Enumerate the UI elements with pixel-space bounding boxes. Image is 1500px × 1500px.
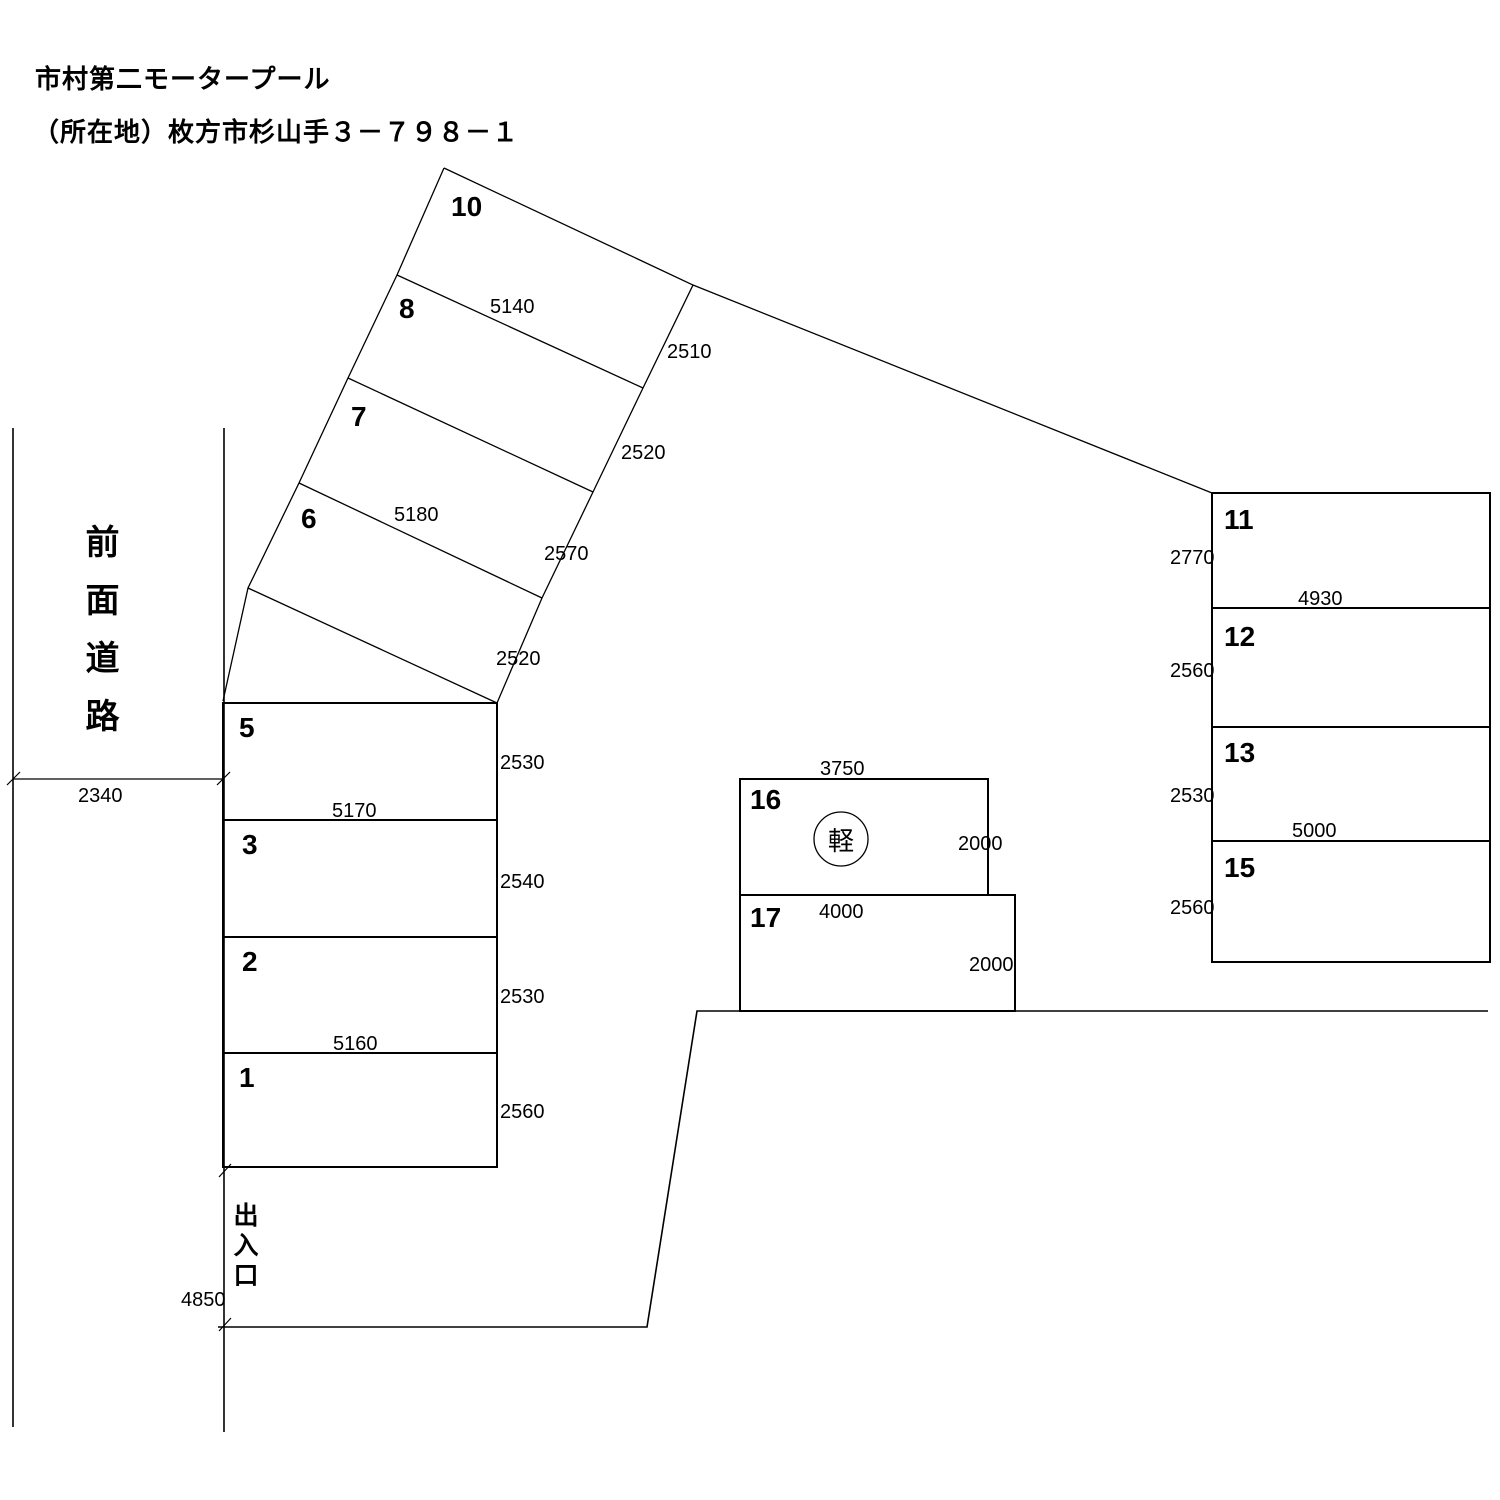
- space-11-number: 11: [1224, 504, 1254, 535]
- page-title: 市村第二モータープール: [35, 64, 331, 94]
- dim-2530-space13: 2530: [1170, 785, 1215, 807]
- left-parking-block: [222, 702, 498, 1168]
- dim-3750: 3750: [820, 758, 865, 780]
- dim-5160: 5160: [333, 1033, 378, 1055]
- space-8-number: 8: [399, 293, 415, 324]
- space-10-number: 10: [451, 191, 483, 222]
- south-boundary: [218, 1010, 1488, 1328]
- dim-2530-space5: 2530: [500, 752, 545, 774]
- space-2-number: 2: [242, 946, 258, 977]
- space-13-number: 13: [1224, 737, 1256, 768]
- dim-2560-space12: 2560: [1170, 660, 1215, 682]
- dim-2540: 2540: [500, 871, 545, 893]
- road-width-dimension: [6, 771, 231, 786]
- center-parking-block: [739, 778, 1016, 1012]
- space-7-number: 7: [351, 401, 367, 432]
- space-16-number: 16: [750, 784, 782, 815]
- dim-2560-space1: 2560: [500, 1101, 545, 1123]
- front-road-label: 前面道路: [80, 524, 118, 756]
- entrance-label: 出入口: [230, 1202, 258, 1292]
- space-3-number: 3: [242, 829, 258, 860]
- dim-2570: 2570: [544, 543, 589, 565]
- space-15-number: 15: [1224, 852, 1256, 883]
- entrance-width-dim: 4850: [181, 1289, 226, 1311]
- right-parking-block: [1211, 492, 1491, 963]
- dim-2560-space15: 2560: [1170, 897, 1215, 919]
- dim-4930: 4930: [1298, 588, 1343, 610]
- upper-parking-block: [222, 167, 694, 704]
- kei-car-mark: 軽: [827, 825, 854, 856]
- space-17-outline: [739, 894, 1016, 1012]
- space-12-number: 12: [1224, 621, 1256, 652]
- space-6-number: 6: [301, 503, 317, 534]
- space-1-number: 1: [239, 1062, 255, 1093]
- dim-5170: 5170: [332, 800, 377, 822]
- dim-4000: 4000: [819, 901, 864, 923]
- dim-2520-space8: 2520: [621, 442, 666, 464]
- space-5-number: 5: [239, 712, 255, 743]
- dim-2770: 2770: [1170, 547, 1215, 569]
- kei-car-circle: [813, 811, 869, 867]
- dim-2530-space2: 2530: [500, 986, 545, 1008]
- dim-2000-space16: 2000: [958, 833, 1003, 855]
- dim-2000-space17: 2000: [969, 954, 1014, 976]
- north-boundary-diagonal: [692, 284, 1213, 494]
- dim-2510: 2510: [667, 341, 712, 363]
- site-address: （所在地）枚方市杉山手３－７９８－１: [33, 117, 520, 147]
- front-road-lines: [12, 428, 225, 1432]
- dim-2520-space6: 2520: [496, 648, 541, 670]
- space-17-number: 17: [750, 902, 782, 933]
- road-width-dim: 2340: [78, 785, 123, 807]
- dim-5000: 5000: [1292, 820, 1337, 842]
- dim-5140: 5140: [490, 296, 535, 318]
- dim-5180: 5180: [394, 504, 439, 526]
